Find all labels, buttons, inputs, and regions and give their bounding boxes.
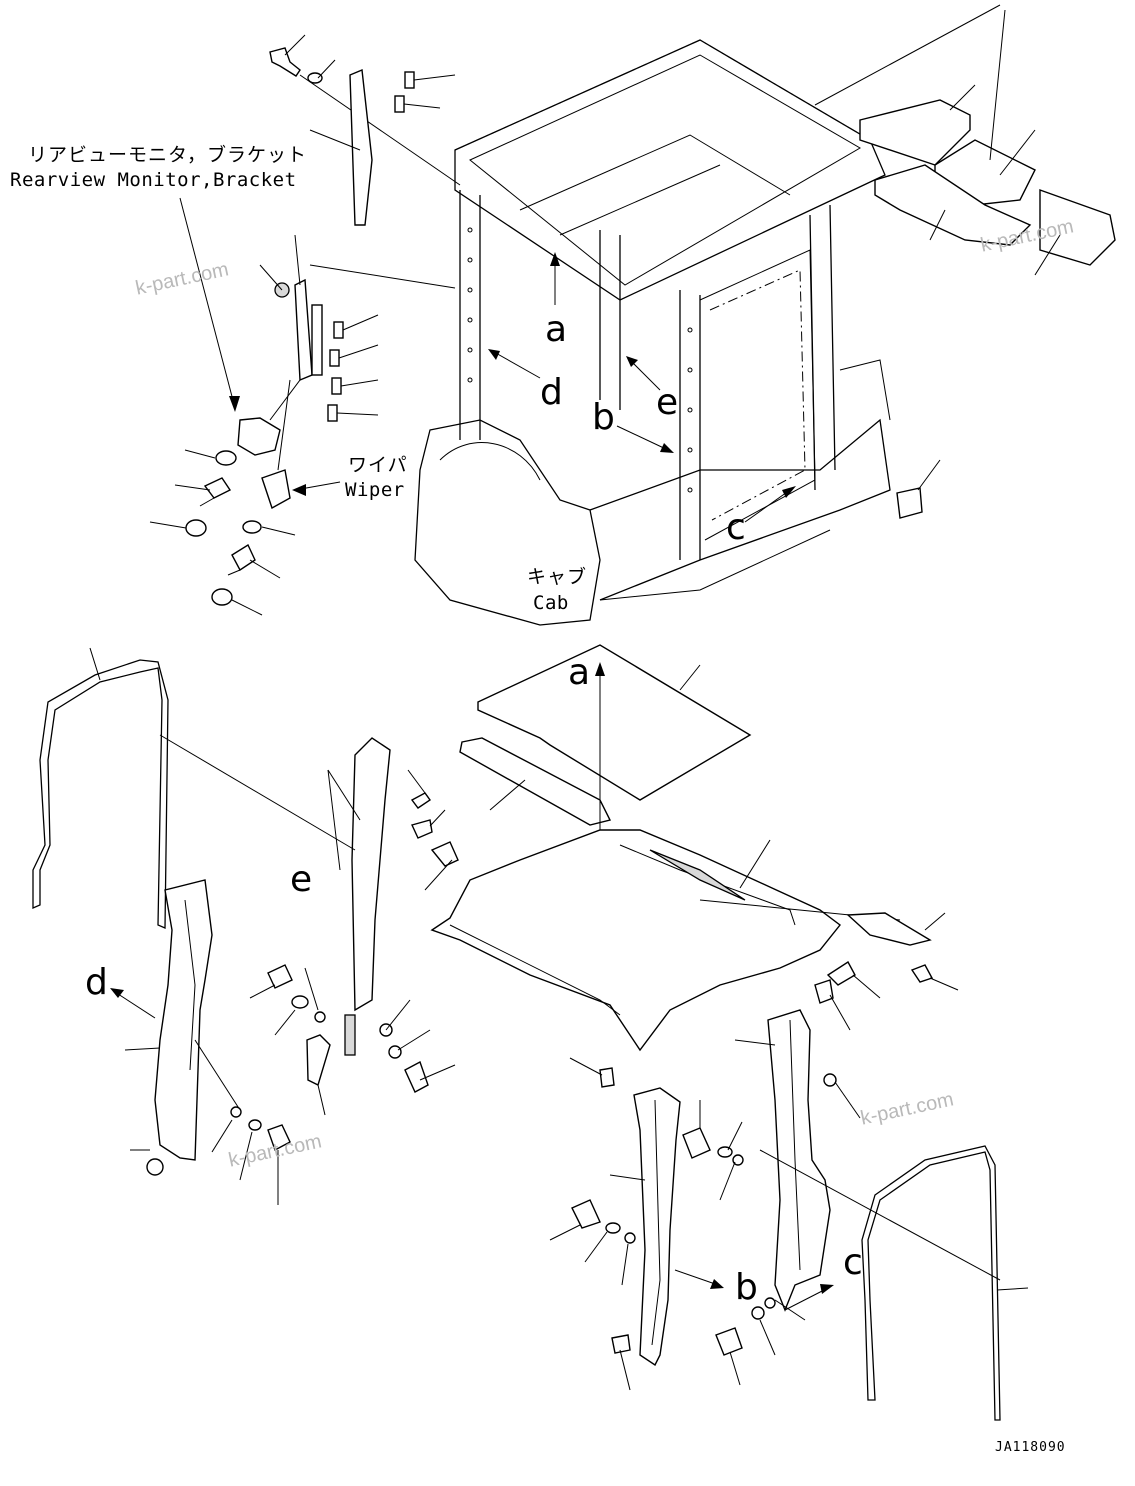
wiper-label-en: Wiper [345,479,405,501]
view-marker-b-upper: b [592,397,615,438]
view-marker-a-upper: a [545,309,568,350]
small-cover-plate [896,487,923,519]
view-marker-d-upper: d [540,372,563,413]
view-marker-c-lower: c [843,1242,863,1283]
cab-label-jp: キャブ [527,566,588,588]
ceiling-trim [430,829,959,1088]
cab-assembly [414,39,891,626]
view-marker-e-upper: e [656,382,679,423]
drawing-code: JA118090 [995,1440,1066,1455]
view-marker-e-lower: e [290,859,313,900]
weatherstrip-left [32,659,169,929]
wiper-label-jp: ワイパ [348,454,408,476]
view-marker-b-lower: b [735,1267,758,1308]
rearview-label-en: Rearview Monitor,Bracket [10,169,297,191]
pillar-trim-right [549,1009,1001,1391]
weatherstrip-right [861,1145,1001,1421]
cab-label-en: Cab [533,592,569,614]
pillar-trim-d [110,879,326,1205]
leader-arrows [179,197,796,523]
view-marker-a-lower: a [568,652,591,693]
pillar-trim-left [159,734,459,1116]
roof-panels [814,4,1116,276]
view-marker-c-upper: c [726,507,746,548]
rearview-label-jp: リアビューモニタ，ブラケット [28,144,308,166]
headliner-board [459,644,752,998]
rearview-bracket-parts [149,34,461,616]
view-marker-d-lower: d [85,962,108,1003]
